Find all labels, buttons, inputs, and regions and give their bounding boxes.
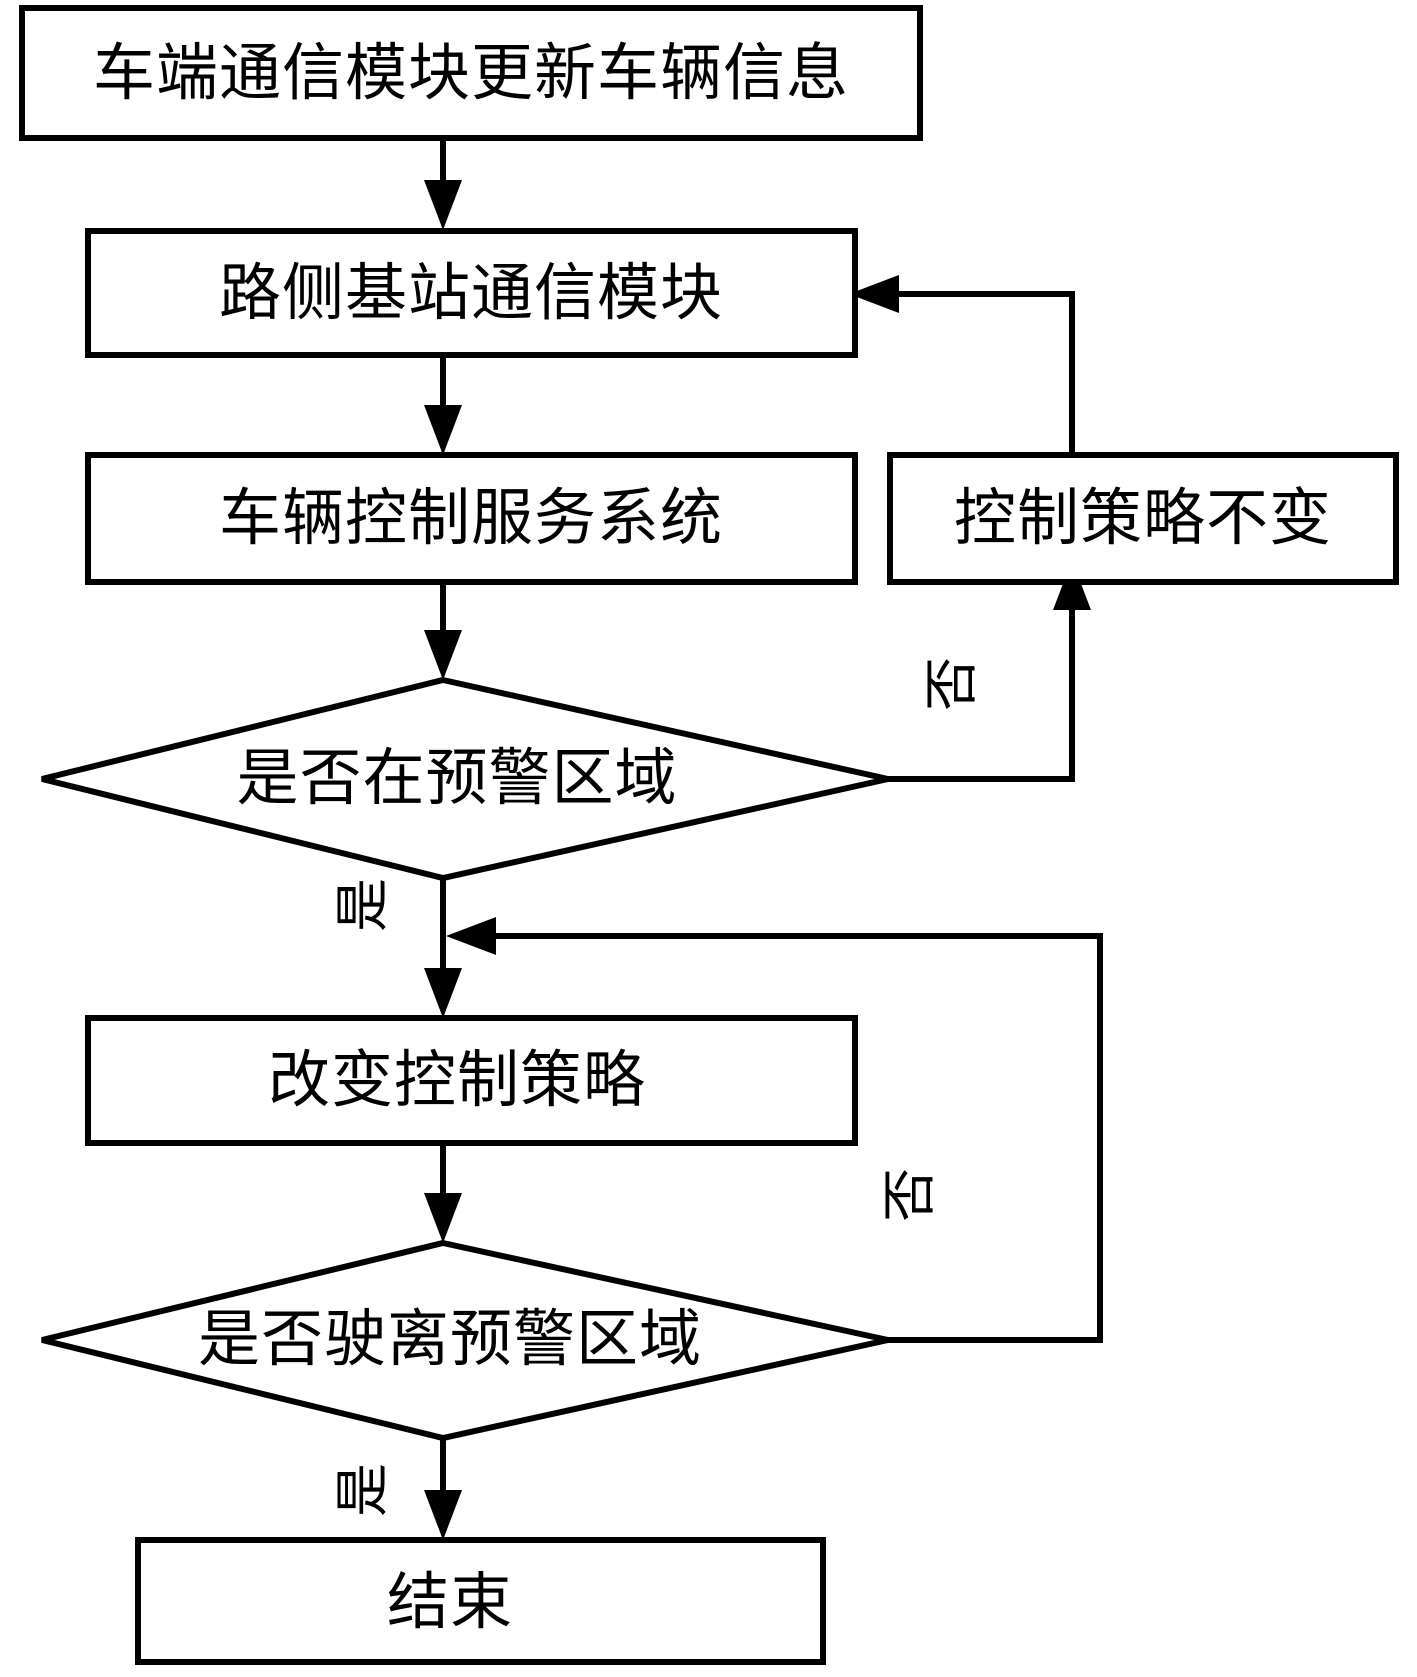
edge-d1-no-to-n4 [888,560,1091,782]
edge-n2-to-n3 [424,355,462,455]
node-vehicle-control-service[interactable]: 车辆控制服务系统 [85,452,858,585]
decision-label-d1: 是否在预警区域 [236,745,677,813]
edge-d2-yes-to-n6 [424,1438,462,1540]
decision-left-warning-zone[interactable]: 是否驶离预警区域 [41,1239,889,1442]
decision-label-d2: 是否驶离预警区域 [198,1306,702,1374]
node-label-n2: 路侧基站通信模块 [219,260,723,328]
svg-text:否: 否 [922,657,982,711]
node-change-control-strategy[interactable]: 改变控制策略 [85,1015,858,1146]
decision-in-warning-zone[interactable]: 是否在预警区域 [41,676,889,882]
edge-n5-to-d2 [424,1143,462,1243]
node-label-n5: 改变控制策略 [268,1047,646,1115]
svg-text:否: 否 [880,1168,940,1222]
node-label-n1: 车端通信模块更新车辆信息 [93,40,849,108]
svg-text:是: 是 [333,878,393,932]
edge-label-yes-upper: 是 [333,878,393,932]
edge-n4-to-n2 [849,275,1075,455]
node-roadside-base-station[interactable]: 路侧基站通信模块 [85,228,858,358]
node-label-n6: 结束 [387,1569,513,1637]
node-label-n4: 控制策略不变 [954,485,1332,553]
edge-n1-to-n2 [424,138,462,230]
node-end[interactable]: 结束 [135,1537,826,1665]
edge-n3-to-d1 [424,582,462,680]
edge-label-yes-lower: 是 [333,1463,393,1517]
edge-d2-no-to-n5 [446,917,1103,1343]
svg-text:是: 是 [333,1463,393,1517]
edge-d1-yes-to-n5 [424,878,462,1018]
node-control-strategy-unchanged[interactable]: 控制策略不变 [887,452,1399,585]
edge-label-no-lower: 否 [880,1168,940,1222]
edge-label-no-upper: 否 [922,657,982,711]
node-label-n3: 车辆控制服务系统 [219,485,723,553]
node-vehicle-comm-update[interactable]: 车端通信模块更新车辆信息 [19,5,923,141]
